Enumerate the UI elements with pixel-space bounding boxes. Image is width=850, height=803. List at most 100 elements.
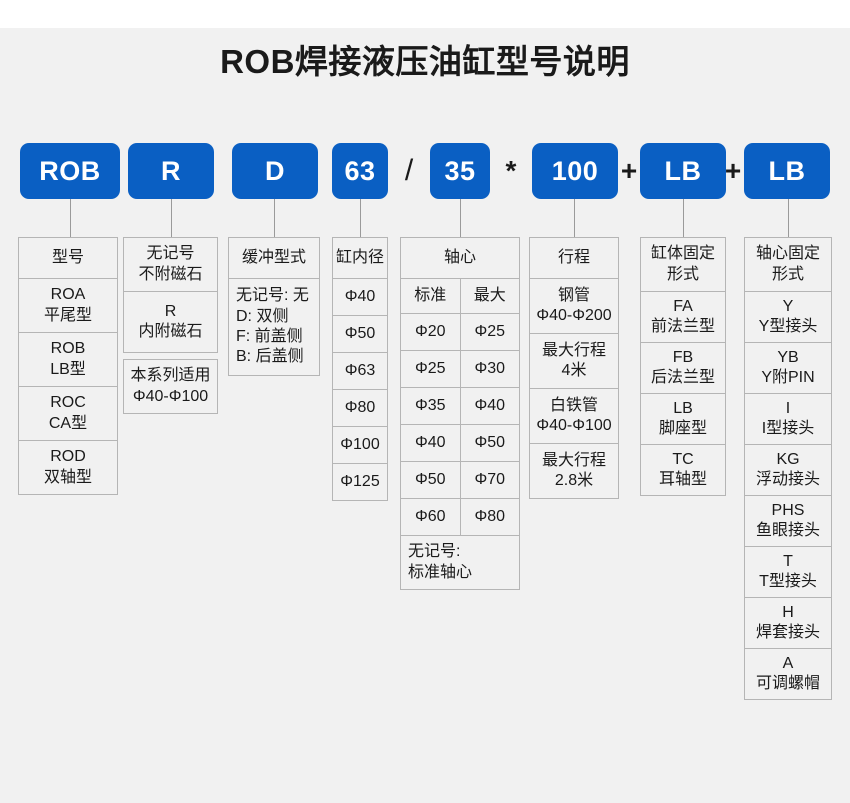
legend-column-cushion: 缓冲型式无记号: 无 D: 双侧 F: 前盖侧 B: 后盖侧 [228, 237, 320, 376]
legend-cell-line: 可调螺帽 [755, 675, 820, 692]
code-chip-63-3: 63 [332, 143, 388, 199]
legend-cell-line: Φ63 [344, 361, 376, 379]
legend-cell: Φ25 [459, 313, 520, 351]
legend-cell: Φ25 [400, 350, 461, 388]
legend-cell-line: ROD [50, 448, 86, 466]
legend-cell-line: 轴心 [443, 248, 476, 266]
legend-column-header: 缸内径 [332, 237, 388, 279]
legend-row-split: 标准最大 [400, 278, 520, 314]
code-chip-lb-6: LB [640, 143, 726, 199]
legend-cell-line: Φ40-Φ100 [536, 417, 612, 434]
legend-cell-line: 内附磁石 [138, 323, 203, 340]
legend-cell: FB 后法兰型 [640, 342, 726, 394]
legend-cell: Φ50 [459, 424, 520, 462]
legend-cell-line: TC [672, 450, 694, 468]
legend-cell-line: 无记号: 无 [236, 287, 309, 305]
legend-cell: Φ63 [332, 352, 388, 390]
legend-cell: Φ60 [400, 498, 461, 536]
legend-cell-line: 焊套接头 [755, 624, 820, 641]
code-chip-d-2: D [232, 143, 318, 199]
legend-cell-line: 缓冲型式 [241, 248, 306, 266]
legend-column-header: 无记号不附磁石 [123, 237, 218, 292]
legend-cell-line: 平尾型 [43, 306, 92, 324]
legend-cell-line: 浮动接头 [755, 471, 820, 488]
legend-cell-line: 无记号: [408, 543, 461, 561]
legend-cell-line: 标准轴心 [408, 563, 473, 581]
code-chip-100-5: 100 [532, 143, 618, 199]
legend-cell: Φ40 [400, 424, 461, 462]
legend-cell-line: ROA [50, 286, 86, 304]
legend-cell-line: 无记号 [146, 245, 195, 263]
legend-cell-line: Φ40-Φ100 [132, 387, 209, 405]
legend-cell: ROA 平尾型 [18, 278, 118, 333]
legend-cell-line: T型接头 [759, 573, 817, 590]
legend-cell-line: 鱼眼接头 [755, 522, 820, 539]
legend-cell-line: R [164, 302, 177, 320]
legend-column-header: 行程 [529, 237, 619, 279]
legend-cell-line: H [782, 603, 794, 621]
connector-cushion [274, 199, 275, 237]
legend-column-header: 缸体固定形式 [640, 237, 726, 292]
legend-cell-line: PHS [771, 501, 805, 519]
legend-cell-line: 双轴型 [43, 468, 92, 486]
legend-cell-line: Φ80 [344, 398, 376, 416]
legend-cell-line: 型号 [51, 248, 84, 266]
legend-cell-line: FA [673, 297, 693, 315]
legend-cell-line: Φ40 [344, 287, 376, 305]
legend-cell-line: D: 双侧 [236, 307, 289, 325]
connector-rod [460, 199, 461, 237]
code-chip-r-1: R [128, 143, 214, 199]
legend-cell-line: ROC [50, 394, 86, 412]
legend-cell-line: Y附PIN [761, 369, 815, 386]
legend-cell-line: 缸体固定 [650, 245, 715, 263]
legend-cell-line: Φ50 [344, 324, 376, 342]
code-separator-plus: + [724, 155, 742, 186]
legend-cell-line: FB [672, 348, 694, 366]
legend-cell-line: 最大行程 [541, 451, 606, 469]
legend-cell-line: 钢管 [557, 286, 590, 304]
legend-cell-line: I型接头 [761, 420, 815, 437]
legend-cell: 白铁管 Φ40-Φ100 [529, 388, 619, 444]
legend-cell-line: ROB [50, 340, 86, 358]
legend-cell-line: 后法兰型 [650, 369, 715, 386]
legend-cell-line: 白铁管 [549, 396, 598, 414]
legend-cell: Φ40 [459, 387, 520, 425]
legend-cell-line: 耳轴型 [658, 471, 707, 488]
legend-cell-line: LB [673, 399, 693, 417]
legend-cell: ROD 双轴型 [18, 440, 118, 495]
legend-column-header: 型号 [18, 237, 118, 279]
legend-cell: H 焊套接头 [744, 597, 832, 649]
legend-cell: Φ40 [332, 278, 388, 316]
legend-cell: Φ80 [332, 389, 388, 427]
legend-cell-line: 最大行程 [541, 341, 606, 359]
legend-column-header: 轴心固定形式 [744, 237, 832, 292]
legend-cell-line: Y型接头 [758, 318, 818, 335]
legend-cell-line: 不附磁石 [138, 265, 203, 283]
legend-cell-line: 2.8米 [554, 472, 594, 489]
legend-cell-line: 形式 [771, 265, 804, 283]
legend-cell: Φ30 [459, 350, 520, 388]
code-separator-plus: + [620, 155, 638, 186]
legend-cell-line: B: 后盖侧 [236, 348, 304, 366]
legend-cell: Φ35 [400, 387, 461, 425]
legend-cell: Φ80 [459, 498, 520, 536]
legend-cell: PHS 鱼眼接头 [744, 495, 832, 547]
page-title: ROB焊接液压油缸型号说明 [220, 43, 630, 80]
legend-cell-line: Φ125 [340, 472, 380, 490]
legend-cell-line: F: 前盖侧 [236, 328, 303, 345]
